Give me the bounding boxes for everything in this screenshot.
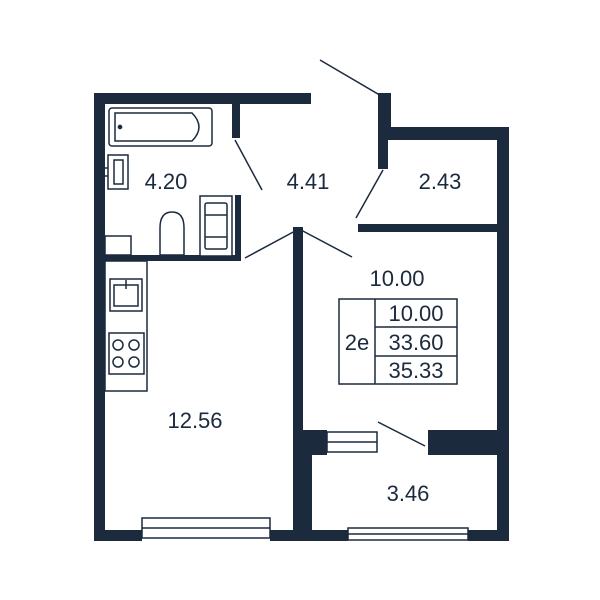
wall-bedroom-bottom-right (428, 430, 509, 455)
wall-bathroom-right-lower (235, 195, 241, 261)
stove-icon (108, 332, 145, 375)
wall-top (94, 93, 311, 104)
wall-bottom-right (468, 530, 509, 541)
wall-bathroom-right (232, 104, 240, 138)
hallway-area: 4.41 (287, 169, 330, 194)
wall-storage-top (378, 127, 509, 140)
storage-area: 2.43 (419, 169, 462, 194)
storage-door (355, 169, 384, 219)
bedroom-door (300, 229, 353, 258)
kitchen-area: 12.56 (167, 408, 222, 433)
fixtures (103, 107, 233, 392)
living-area-value: 10.00 (388, 301, 443, 326)
entry-door (319, 59, 384, 98)
walls (94, 93, 509, 541)
toilet-icon (159, 211, 185, 256)
balcony-area: 3.46 (387, 481, 430, 506)
bathroom-door (234, 139, 263, 191)
apartment-type: 2e (345, 330, 369, 355)
wall-entry-post (378, 93, 391, 129)
wall-bathroom-bottom (105, 255, 241, 261)
total-with-balcony-value: 35.33 (388, 358, 443, 383)
windows (141, 431, 469, 541)
balcony-door (377, 421, 426, 447)
wall-partition (293, 227, 303, 541)
shaft-icon (104, 235, 132, 256)
bedroom-area: 10.00 (369, 266, 424, 291)
wall-bedroom-bottom-left (293, 430, 327, 455)
wall-balcony-left (303, 455, 312, 541)
wall-storage-bottom (358, 224, 509, 232)
wall-outer-right (497, 127, 509, 541)
kitchen-door (244, 229, 298, 259)
summary-table (338, 298, 458, 385)
wall-outer-left (94, 93, 105, 541)
doors (234, 59, 426, 447)
bathroom-area: 4.20 (145, 169, 188, 194)
wall-bottom-left (94, 530, 142, 541)
total-area-value: 33.60 (388, 330, 443, 355)
wall-storage-left (378, 127, 388, 169)
